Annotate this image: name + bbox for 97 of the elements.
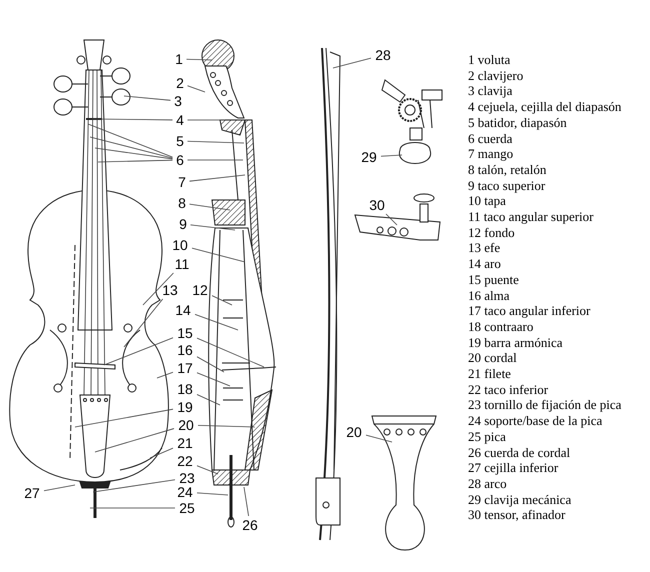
callout-number: 22 (174, 453, 196, 469)
leader-line (92, 118, 173, 120)
callout-number: 13 (159, 282, 181, 298)
leader-line (44, 484, 76, 492)
callout-number: 6 (174, 152, 186, 168)
leader-line (190, 224, 236, 230)
part-name-entry: 2 clavijero (468, 68, 524, 84)
callout-number: 28 (372, 47, 394, 63)
leader-line (98, 160, 173, 162)
part-name-entry: 9 taco superior (468, 178, 546, 194)
leader-line (189, 204, 230, 210)
leader-line (196, 492, 228, 496)
callout-number: 27 (21, 485, 43, 501)
leader-line (196, 465, 218, 474)
callout-number: 4 (174, 112, 186, 128)
part-name-entry: 5 batidor, diapasón (468, 114, 568, 131)
part-name-entry: 26 cuerda de cordal (468, 444, 572, 460)
part-name-entry: 20 cordal (468, 350, 518, 366)
callout-number: 25 (176, 500, 198, 516)
leader-line (124, 298, 164, 348)
callout-number: 1 (172, 51, 186, 67)
part-name-entry: 27 cejilla inferior (468, 460, 560, 476)
leader-line (366, 434, 392, 442)
part-name-entry: 28 arco (468, 476, 508, 492)
leader-line (187, 85, 206, 92)
part-name-entry: 4 cejuela, cejilla del diapasón (468, 99, 622, 115)
callout-number: 17 (174, 360, 196, 376)
callout-number: 30 (366, 197, 388, 213)
callout-number: 10 (169, 237, 191, 253)
leader-line (380, 154, 402, 157)
part-name-entry: 24 soporte/base de la pica (468, 413, 604, 429)
part-name-entry: 25 pica (468, 428, 507, 445)
leader-line (94, 428, 174, 452)
part-name-entry: 16 alma (468, 288, 511, 304)
leader-line (142, 272, 174, 306)
leader-line (332, 58, 372, 68)
callout-number: 20 (343, 424, 365, 440)
part-name-entry: 30 tensor, afinador (468, 507, 566, 524)
part-name-entry: 11 taco angular superior (468, 209, 594, 225)
callout-number: 23 (176, 470, 198, 486)
leader-line (74, 408, 174, 428)
leader-line (212, 295, 232, 306)
leader-line (196, 372, 230, 386)
callout-number: 9 (176, 216, 190, 232)
leader-line (196, 338, 264, 368)
callout-number: 29 (358, 149, 380, 165)
leader-line (198, 424, 256, 428)
leader-line (196, 394, 220, 406)
leader-line (124, 96, 171, 101)
callout-number: 7 (176, 174, 188, 190)
leader-line (94, 148, 173, 160)
leader-line (194, 314, 238, 330)
leader-line (192, 248, 246, 262)
leader-line (386, 214, 398, 226)
leader-line (90, 136, 173, 158)
part-name-entry: 10 tapa (468, 193, 507, 210)
leader-line (156, 372, 174, 378)
leader-line (196, 356, 224, 372)
part-name-entry: 6 cuerda (468, 130, 514, 146)
callout-number: 11 (171, 256, 193, 272)
callout-number: 2 (174, 75, 186, 91)
part-name-entry: 3 clavija (468, 83, 514, 100)
part-name-entry: 29 clavija mecánica (468, 492, 572, 508)
callout-number: 24 (174, 484, 196, 500)
leader-line (244, 486, 249, 516)
part-name-entry: 21 filete (468, 366, 512, 382)
leader-line (92, 479, 176, 492)
callout-number: 16 (174, 342, 196, 358)
callout-number: 12 (189, 282, 211, 298)
leader-line (186, 58, 212, 60)
callout-number: 18 (174, 381, 196, 397)
part-name-entry: 15 puente (468, 272, 520, 288)
part-name-entry: 7 mango (468, 146, 514, 162)
part-name-entry: 18 contraaro (468, 318, 534, 335)
part-name-entry: 23 tornillo de fijación de pica (468, 397, 622, 414)
part-name-entry: 19 barra armónica (468, 334, 564, 350)
part-name-entry: 17 taco angular inferior (468, 303, 592, 319)
callout-number: 8 (176, 195, 188, 211)
callout-number: 15 (174, 325, 196, 341)
leader-line (88, 124, 173, 158)
part-name-entry: 8 talón, retalón (468, 162, 548, 178)
callout-number: 21 (174, 435, 196, 451)
leader-line (104, 337, 174, 366)
callout-number: 14 (172, 302, 194, 318)
part-name-entry: 22 taco inferior (468, 382, 550, 398)
leader-line (189, 174, 246, 182)
callout-number: 5 (174, 133, 186, 149)
part-name-entry: 14 aro (468, 256, 502, 272)
callout-number: 3 (172, 93, 184, 109)
part-name-entry: 1 voluta (468, 52, 512, 68)
callout-number: 26 (239, 517, 261, 533)
leader-line (150, 448, 174, 458)
callout-number: 19 (174, 399, 196, 415)
leader-line (187, 140, 244, 144)
callout-number: 20 (175, 417, 197, 433)
part-name-entry: 13 efe (468, 240, 502, 256)
part-name-entry: 12 fondo (468, 224, 516, 240)
